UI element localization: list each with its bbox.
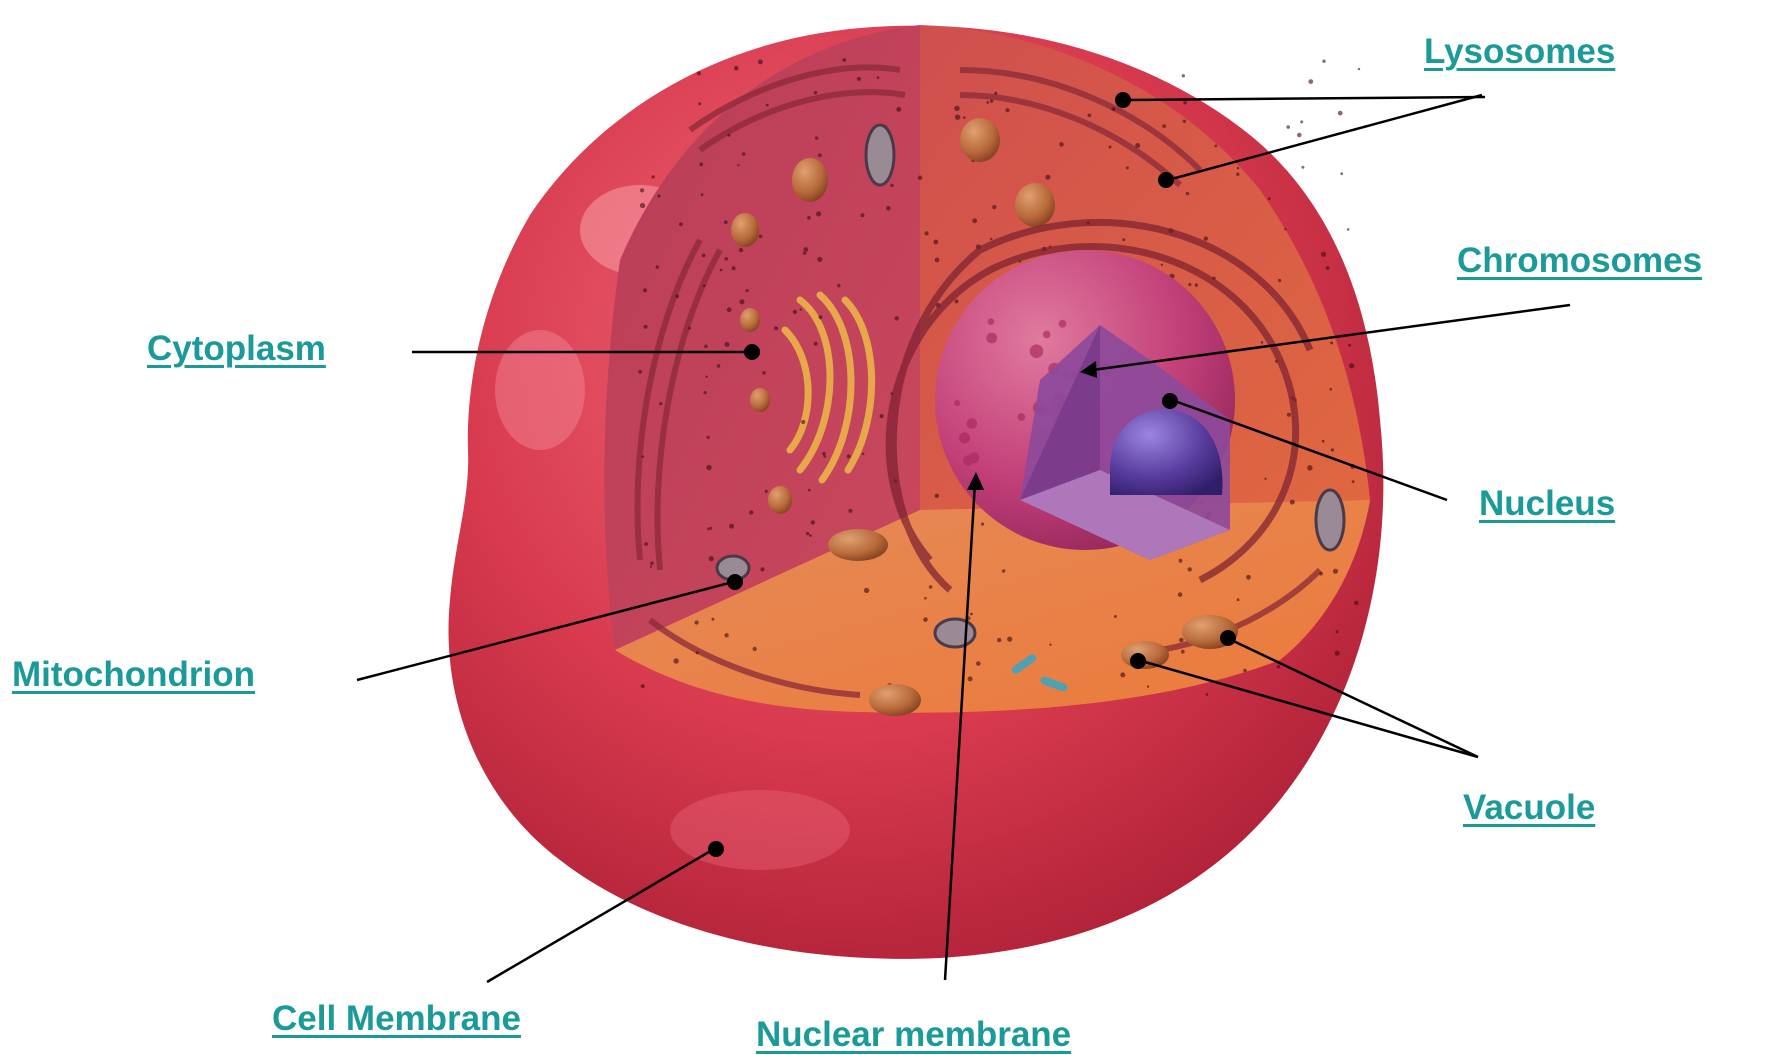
pointer-dot-lysosome-1 (1115, 92, 1131, 108)
leader-mitochondrion (357, 582, 733, 680)
leader-cell-membrane (487, 849, 714, 982)
label-cell-membrane[interactable]: Cell Membrane (272, 1001, 521, 1036)
pointer-dot-nucleus (1162, 393, 1178, 409)
label-nuclear-membrane[interactable]: Nuclear membrane (756, 1017, 1071, 1052)
pointer-dot-vacuole-2 (1220, 630, 1236, 646)
pointer-dot-cytoplasm (744, 344, 760, 360)
label-nucleus[interactable]: Nucleus (1479, 486, 1615, 521)
pointer-dot-cell-membrane (708, 841, 724, 857)
pointer-dot-mitochondrion (727, 574, 743, 590)
arrowhead-chromosomes (1080, 361, 1097, 378)
leader-chromosomes (1085, 305, 1570, 371)
label-mitochondrion[interactable]: Mitochondrion (12, 657, 255, 692)
label-lysosomes[interactable]: Lysosomes (1424, 34, 1615, 69)
leader-vacuole-a (1138, 660, 1478, 757)
label-cytoplasm[interactable]: Cytoplasm (147, 331, 326, 366)
arrowhead-nuclear-membrane (967, 472, 984, 490)
leader-lysosomes-b (1168, 95, 1482, 180)
pointer-dot-lysosome-2 (1158, 172, 1174, 188)
leader-vacuole-b (1227, 638, 1478, 757)
label-vacuole[interactable]: Vacuole (1463, 790, 1595, 825)
leader-nuclear-membrane (945, 483, 975, 980)
label-chromosomes[interactable]: Chromosomes (1457, 243, 1702, 278)
leader-nucleus (1172, 400, 1447, 500)
pointer-dot-vacuole-1 (1130, 653, 1146, 669)
leader-lysosomes-a (1128, 97, 1485, 100)
